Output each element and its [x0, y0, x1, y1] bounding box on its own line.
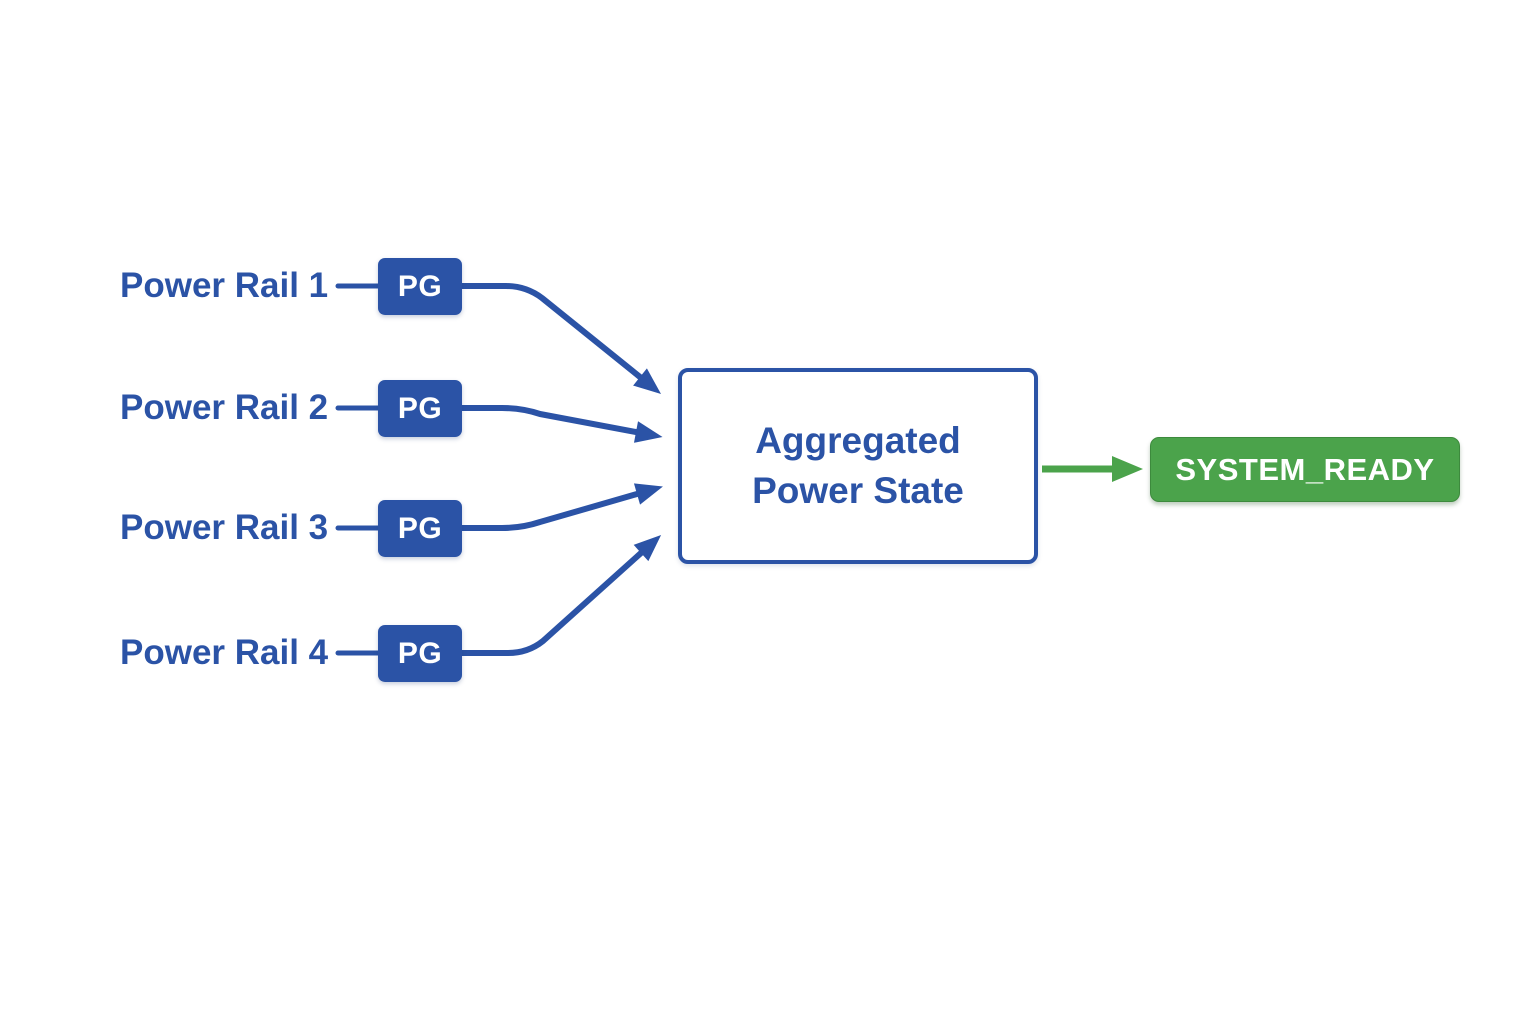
- system-ready-badge: SYSTEM_READY: [1150, 437, 1460, 502]
- power-rail-4-pg-label: PG: [397, 636, 443, 670]
- wire-pg2-to-aggregator-arrow: [459, 405, 663, 443]
- wire-pg3-to-aggregator-arrow: [459, 483, 663, 531]
- wire-pg4-to-aggregator-arrow: [459, 534, 662, 656]
- aggregator-title-line1: Aggregated: [755, 420, 961, 461]
- power-rail-3-label: Power Rail 3: [120, 508, 329, 547]
- system-ready-label: SYSTEM_READY: [1175, 451, 1435, 487]
- power-rail-4-pg-box: PG: [378, 625, 462, 682]
- power-rail-4-label: Power Rail 4: [120, 633, 329, 672]
- power-rail-2-pg-label: PG: [397, 391, 443, 425]
- power-rail-1-pg-label: PG: [397, 269, 443, 303]
- power-rail-3-pg-box: PG: [378, 500, 462, 557]
- power-rail-1-pg-box: PG: [378, 258, 462, 315]
- wire-pg1-to-aggregator-arrow: [459, 283, 662, 394]
- aggregated-power-state-box: Aggregated Power State: [678, 368, 1038, 564]
- power-rail-3-pg-label: PG: [397, 511, 443, 545]
- power-rail-2-pg-box: PG: [378, 380, 462, 437]
- aggregator-title-line2: Power State: [752, 470, 964, 511]
- power-rail-2-label: Power Rail 2: [120, 388, 329, 427]
- power-rail-1-label: Power Rail 1: [120, 266, 329, 305]
